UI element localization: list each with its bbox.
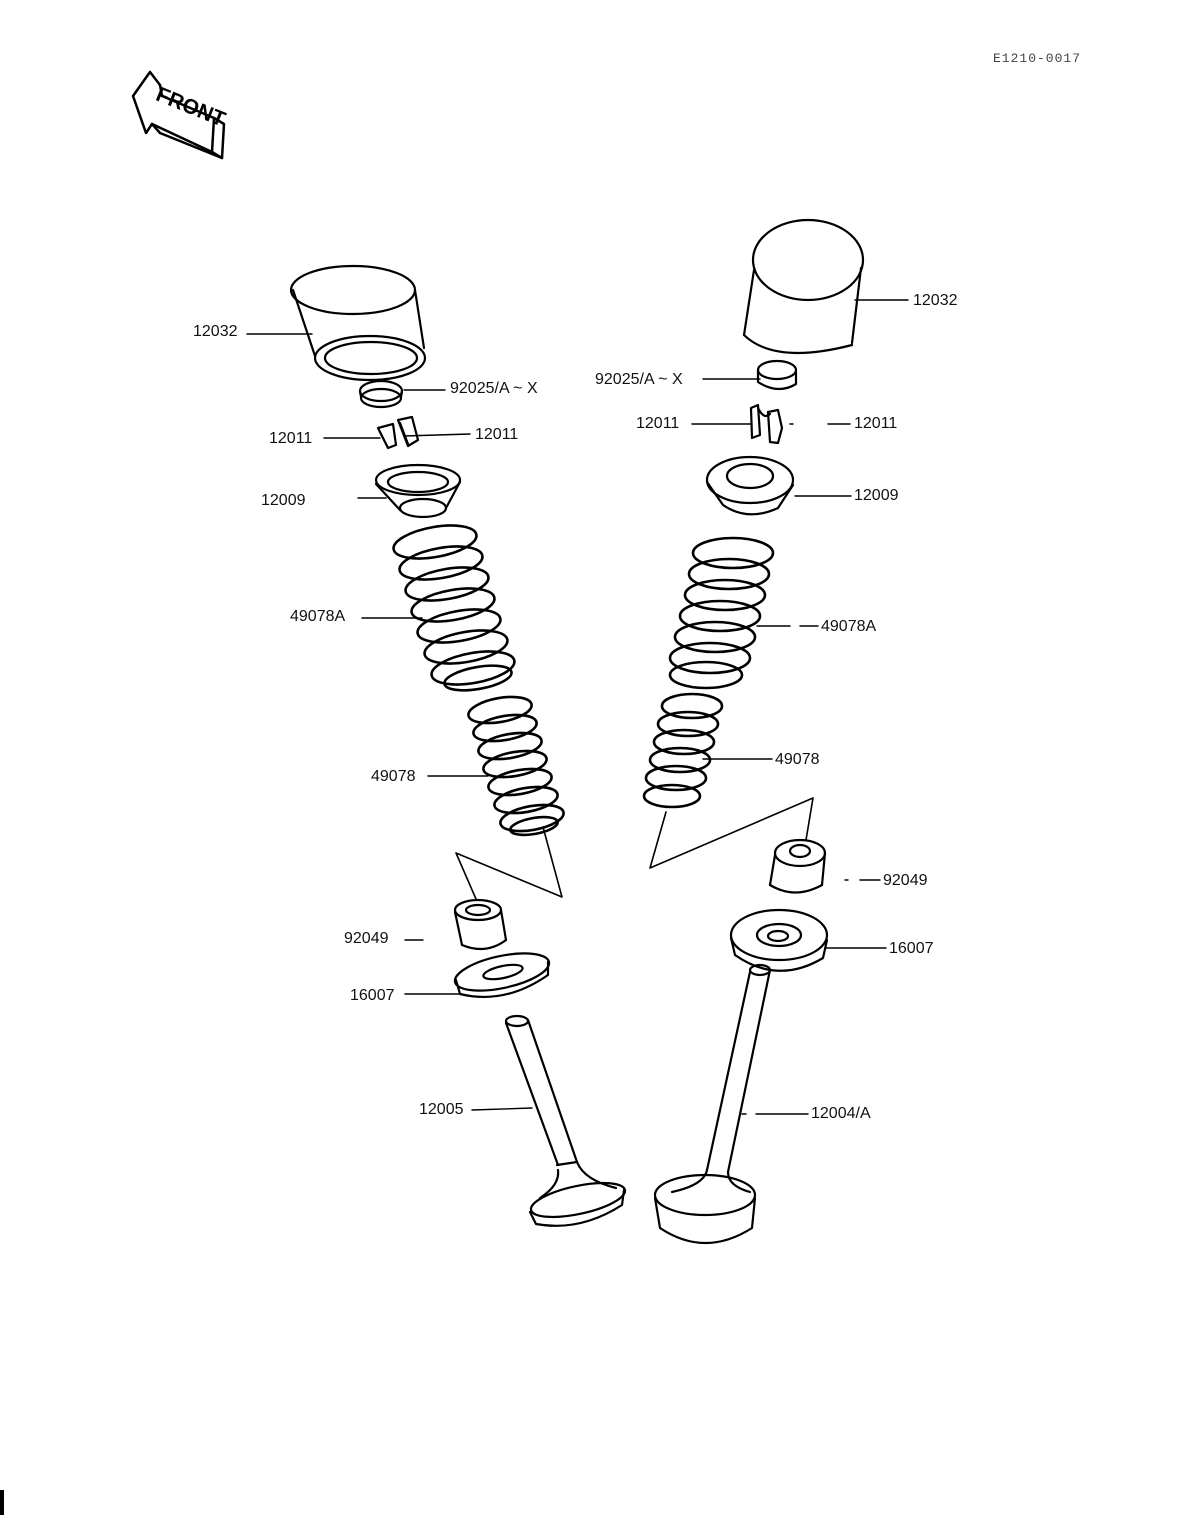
label-left-keeper-a: 12011 bbox=[269, 430, 313, 447]
right-stem-seal bbox=[768, 838, 827, 894]
left-keepers bbox=[376, 415, 420, 450]
right-valve bbox=[653, 963, 772, 1244]
right-axis-line bbox=[649, 797, 814, 869]
front-label: FRONT bbox=[153, 83, 229, 131]
left-spring-seat bbox=[453, 952, 551, 999]
label-left-inner-spring: 49078 bbox=[371, 768, 416, 785]
right-spring-seat bbox=[729, 908, 829, 972]
label-left-retainer: 12009 bbox=[261, 492, 306, 509]
right-keepers bbox=[749, 403, 784, 445]
label-right-keeper-a: 12011 bbox=[636, 415, 680, 432]
label-right-outer-spring: 49078A bbox=[821, 618, 877, 635]
label-left-valve: 12005 bbox=[419, 1101, 464, 1118]
left-shim bbox=[358, 379, 404, 409]
left-inner-spring bbox=[467, 695, 565, 837]
label-right-spring-seat: 16007 bbox=[889, 940, 934, 957]
label-right-retainer: 12009 bbox=[854, 487, 899, 504]
label-right-shim: 92025/A ~ X bbox=[595, 371, 683, 388]
right-tappet bbox=[742, 218, 865, 355]
label-right-stem-seal: 92049 bbox=[883, 872, 928, 889]
front-arrow-icon: FRONT bbox=[131, 70, 229, 160]
diagram-code: E1210-0017 bbox=[993, 51, 1082, 66]
label-right-inner-spring: 49078 bbox=[775, 751, 820, 768]
right-outer-spring bbox=[668, 536, 775, 690]
label-right-valve: 12004/A bbox=[811, 1105, 871, 1122]
left-stem-seal bbox=[453, 898, 508, 951]
label-left-shim: 92025/A ~ X bbox=[450, 380, 538, 397]
label-left-outer-spring: 49078A bbox=[290, 608, 346, 625]
left-outer-spring bbox=[392, 524, 516, 692]
label-left-stem-seal: 92049 bbox=[344, 930, 389, 947]
left-retainer bbox=[374, 463, 462, 519]
left-tappet bbox=[289, 264, 427, 382]
left-valve bbox=[504, 1014, 627, 1227]
right-retainer bbox=[705, 455, 795, 516]
scan-edge-mark bbox=[0, 1490, 4, 1515]
left-axis-line bbox=[455, 826, 563, 900]
label-left-keeper-b: 12011 bbox=[475, 426, 519, 443]
label-left-spring-seat: 16007 bbox=[350, 987, 395, 1004]
label-right-keeper-b: 12011 bbox=[854, 415, 898, 432]
right-inner-spring bbox=[642, 692, 724, 809]
label-left-tappet: 12032 bbox=[193, 323, 238, 340]
leader-lines bbox=[246, 299, 909, 1115]
label-right-tappet: 12032 bbox=[913, 292, 958, 309]
right-shim bbox=[756, 359, 798, 391]
